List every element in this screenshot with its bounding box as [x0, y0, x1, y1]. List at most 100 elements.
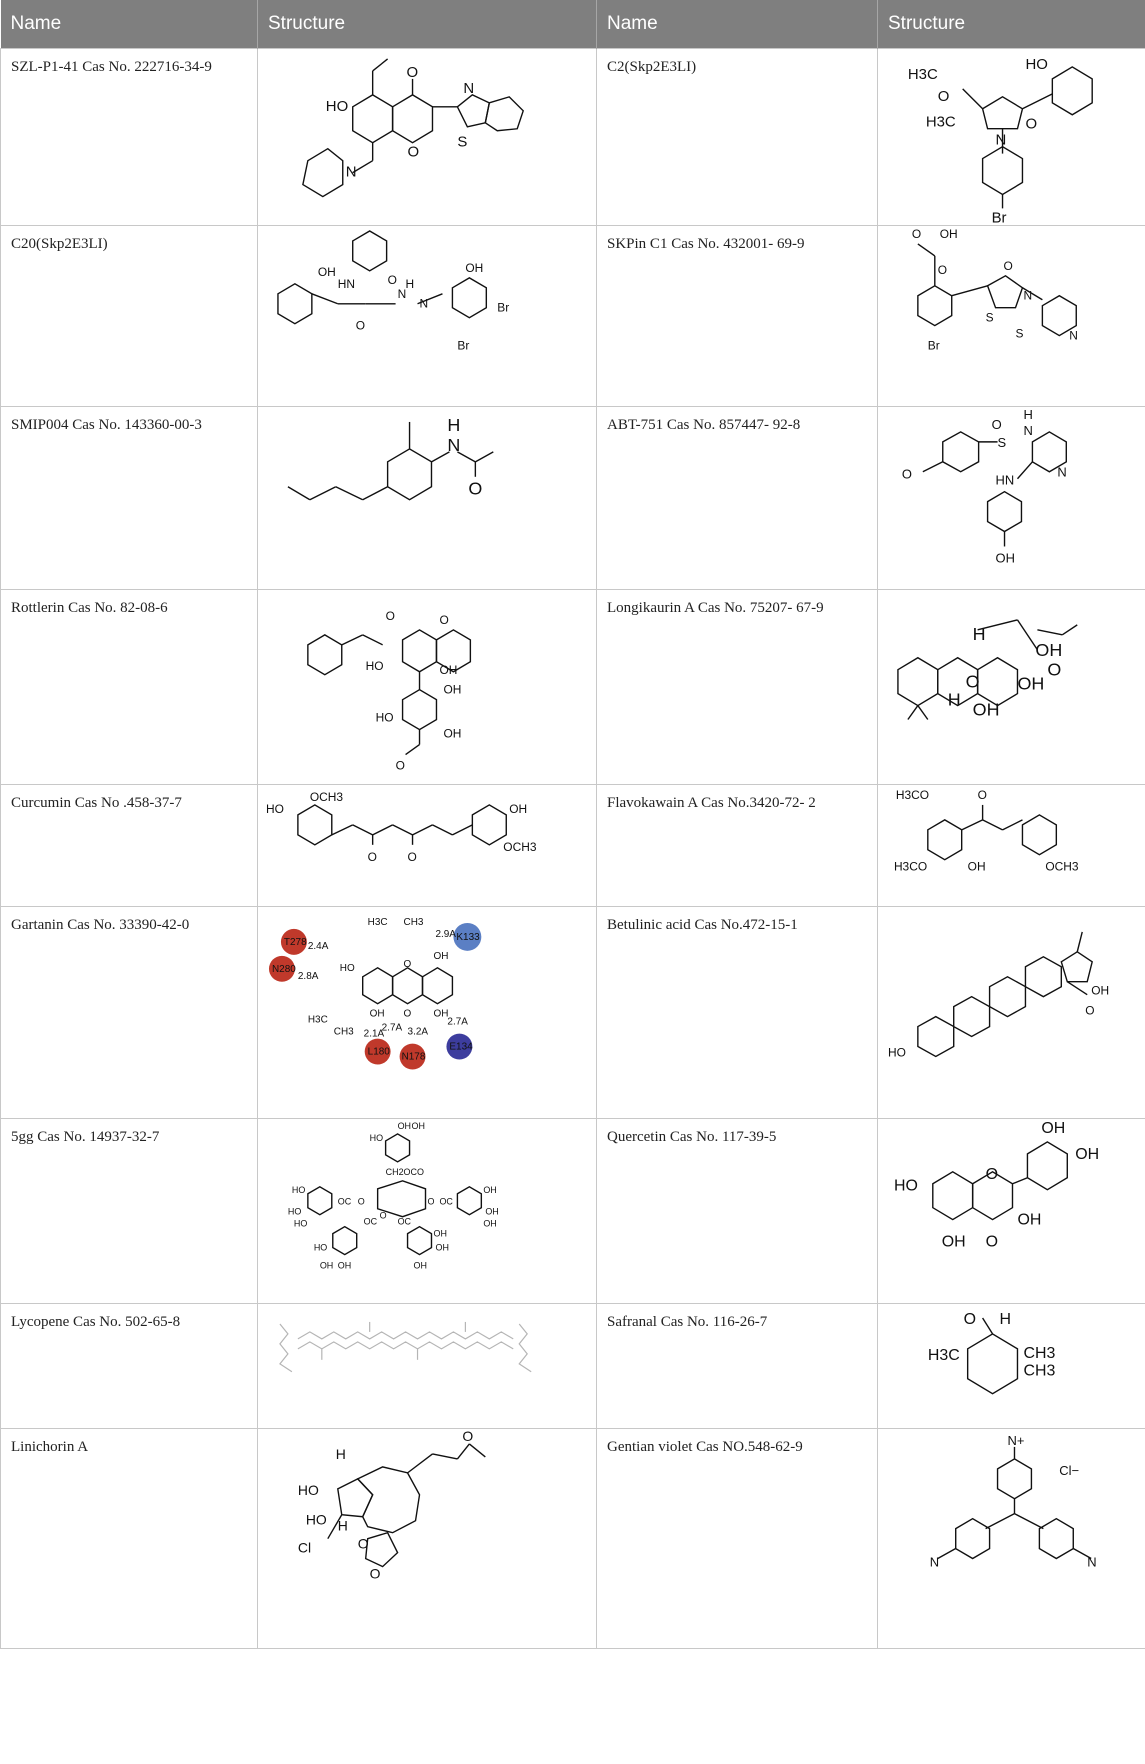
svg-text:O: O: [964, 1311, 976, 1328]
svg-text:HO: HO: [1025, 55, 1047, 72]
table-row: SMIP004 Cas No. 143360-00-3 H N O ABT-75…: [0, 406, 1145, 590]
svg-text:OH: OH: [1035, 640, 1062, 660]
structure-cell: H3C CH3 T278 2.4A N280 2.8A HO O OH 2.9A…: [257, 905, 597, 1120]
svg-text:N+: N+: [1008, 1433, 1025, 1448]
svg-text:HO: HO: [370, 1133, 383, 1143]
svg-text:2.9A: 2.9A: [435, 929, 456, 940]
svg-text:N: N: [996, 131, 1007, 148]
compound-name: Safranal Cas No. 116-26-7: [596, 1302, 878, 1430]
svg-text:H: H: [973, 624, 986, 644]
structure-cell: HO OH O: [877, 905, 1145, 1120]
compound-name: Curcumin Cas No .458-37-7: [0, 784, 258, 907]
structure-cell: N+ Cl− N N: [877, 1428, 1145, 1649]
svg-text:N: N: [1069, 329, 1078, 343]
svg-text:O: O: [404, 1009, 412, 1020]
residue-e134-marker: [446, 1033, 473, 1060]
structure-c20-skp2e3li: OH HN O N H N O OH Br Br: [277, 230, 509, 353]
compound-name: 5gg Cas No. 14937-32-7: [0, 1118, 258, 1304]
svg-text:H: H: [406, 277, 415, 291]
residue-l180-marker: [364, 1038, 391, 1065]
svg-text:OC: OC: [398, 1217, 412, 1227]
svg-text:OCH3: OCH3: [503, 840, 537, 854]
svg-text:L180: L180: [368, 1046, 391, 1057]
svg-text:Cl−: Cl−: [1059, 1463, 1079, 1478]
svg-text:OCH3: OCH3: [310, 790, 344, 804]
svg-text:OH: OH: [942, 1234, 966, 1251]
svg-text:OH: OH: [465, 261, 483, 275]
svg-text:OH: OH: [412, 1121, 425, 1131]
svg-text:HO: HO: [366, 659, 384, 673]
svg-text:O: O: [370, 1566, 381, 1582]
svg-text:HO: HO: [294, 1219, 307, 1229]
svg-text:O: O: [408, 143, 420, 160]
svg-text:OH: OH: [1017, 673, 1044, 693]
svg-text:HO: HO: [266, 802, 284, 816]
structure-cell: HO H3C O H3C N O Br: [877, 47, 1145, 226]
svg-text:CH3: CH3: [334, 1027, 354, 1038]
svg-text:O: O: [356, 319, 365, 333]
svg-text:O: O: [978, 788, 987, 802]
svg-text:OH: OH: [973, 699, 1000, 719]
svg-text:HO: HO: [888, 1045, 906, 1059]
svg-text:H: H: [1023, 407, 1032, 422]
structure-flavokawain-a: H3CO O H3CO OH OCH3: [894, 788, 1079, 874]
svg-text:S: S: [457, 133, 467, 150]
svg-text:CH3: CH3: [404, 917, 424, 928]
structure-cell: O H HO HO H Cl O O: [257, 1428, 597, 1649]
svg-text:OH: OH: [483, 1219, 496, 1229]
structure-curcumin: OCH3 HO OH OCH3 O O: [266, 790, 537, 864]
svg-text:HO: HO: [376, 710, 394, 724]
structure-szl-p1-41: HO O N S N O: [302, 57, 525, 197]
structure-cell: HO O N S N O: [257, 47, 597, 226]
svg-text:S: S: [986, 311, 994, 325]
structure-quercetin: OH OH HO O OH OH O: [894, 1120, 1099, 1251]
svg-text:N: N: [930, 1555, 939, 1570]
svg-text:H: H: [338, 1518, 348, 1534]
svg-text:HO: HO: [340, 963, 355, 974]
svg-text:O: O: [1047, 660, 1061, 680]
svg-text:O: O: [902, 467, 912, 482]
svg-text:Br: Br: [928, 338, 940, 352]
svg-text:O: O: [404, 959, 412, 970]
svg-text:H3CO: H3CO: [894, 860, 927, 874]
compound-name: Rottlerin Cas No. 82-08-6: [0, 588, 258, 786]
svg-text:OH: OH: [940, 227, 958, 241]
svg-text:O: O: [1025, 115, 1037, 132]
svg-text:OH: OH: [433, 951, 448, 962]
svg-text:OH: OH: [320, 1261, 333, 1271]
svg-text:H3C: H3C: [926, 113, 956, 130]
svg-text:CH2OCO: CH2OCO: [386, 1167, 424, 1177]
table-header-row: Name Structure Name Structure: [0, 0, 1145, 48]
svg-text:N: N: [1023, 423, 1032, 438]
table-row: SZL-P1-41 Cas No. 222716-34-9 HO O N S: [0, 47, 1145, 226]
svg-text:OH: OH: [1017, 1212, 1041, 1229]
structure-gartanin: H3C CH3 T278 2.4A N280 2.8A HO O OH 2.9A…: [268, 917, 482, 1070]
structure-abt-751: O S O H N HN N OH: [902, 407, 1067, 566]
svg-text:OH: OH: [443, 683, 461, 697]
svg-text:2.4A: 2.4A: [308, 941, 329, 952]
svg-text:OH: OH: [483, 1185, 496, 1195]
svg-text:E134: E134: [449, 1042, 473, 1053]
svg-text:O: O: [407, 63, 419, 80]
svg-text:HN: HN: [338, 277, 355, 291]
svg-text:OH: OH: [485, 1207, 498, 1217]
svg-text:O: O: [912, 227, 921, 241]
table-row: 5gg Cas No. 14937-32-7 OH HO OH CH2OCO H…: [0, 1118, 1145, 1304]
svg-text:O: O: [462, 1429, 473, 1444]
svg-text:O: O: [380, 1211, 387, 1221]
compound-name: Flavokawain A Cas No.3420-72- 2: [596, 784, 878, 907]
svg-text:H3CO: H3CO: [896, 788, 929, 802]
svg-text:CH3: CH3: [1023, 1362, 1055, 1379]
svg-text:N178: N178: [402, 1051, 426, 1062]
residue-k133-marker: [453, 922, 482, 951]
svg-text:O: O: [396, 758, 405, 772]
svg-text:HO: HO: [292, 1185, 305, 1195]
svg-text:OH: OH: [968, 860, 986, 874]
structure-linichorin-a: O H HO HO H Cl O O: [298, 1429, 486, 1582]
compound-name: Linichorin A: [0, 1428, 258, 1649]
compound-name: SZL-P1-41 Cas No. 222716-34-9: [0, 47, 258, 226]
svg-text:OH: OH: [414, 1261, 427, 1271]
svg-text:OH: OH: [439, 663, 457, 677]
table-row: Curcumin Cas No .458-37-7 OCH3 HO OH OCH…: [0, 784, 1145, 907]
svg-text:H: H: [1000, 1311, 1012, 1328]
